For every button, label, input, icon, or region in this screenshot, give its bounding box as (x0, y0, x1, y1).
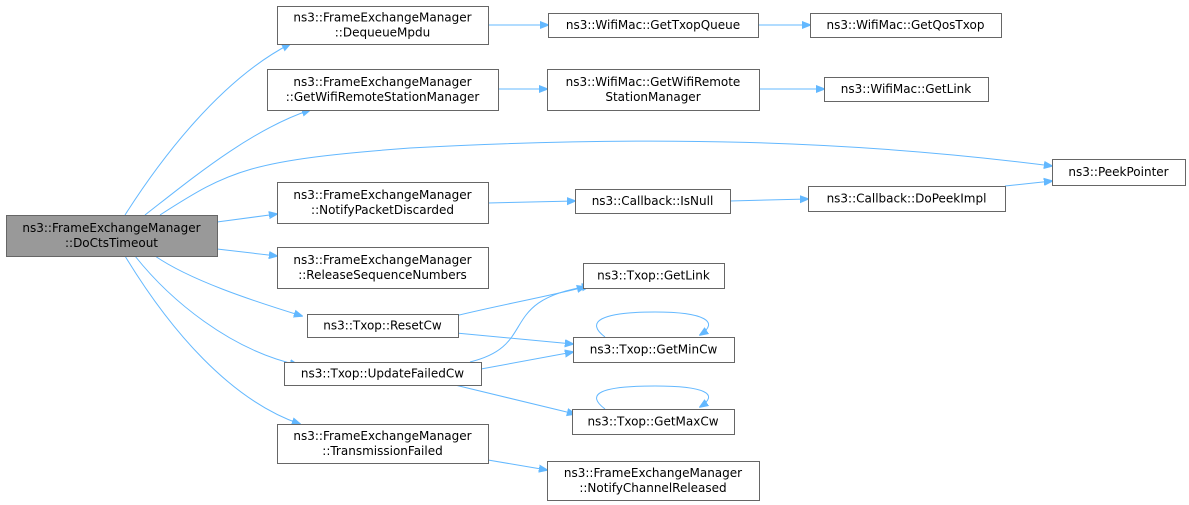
node-peekPointer[interactable]: ns3::PeekPointer (1052, 159, 1186, 186)
edge-resetCw-to-txopGetLink (454, 287, 585, 317)
call-edges (124, 25, 1052, 470)
node-notifyPacketDiscarded[interactable]: ns3::FrameExchangeManager::NotifyPacketD… (277, 182, 489, 224)
edge-updateFailedCw-to-txopGetLink (469, 286, 590, 363)
node-callbackIsNull[interactable]: ns3::Callback::IsNull (575, 189, 731, 214)
node-label-line: ns3::WifiMac::GetLink (841, 82, 971, 96)
node-getQosTxop[interactable]: ns3::WifiMac::GetQosTxop (810, 13, 1002, 38)
node-label-line: ns3::Txop::GetMinCw (590, 343, 718, 357)
edge-doCtsTimeout-to-getWifiRsm (144, 110, 310, 216)
node-box (277, 182, 489, 224)
node-label-line: ::DoCtsTimeout (65, 236, 158, 250)
node-doCtsTimeout[interactable]: ns3::FrameExchangeManager::DoCtsTimeout (6, 215, 218, 257)
node-label-line: ns3::WifiMac::GetTxopQueue (566, 18, 740, 32)
node-label-line: ns3::FrameExchangeManager (293, 253, 471, 267)
node-box (575, 189, 731, 214)
node-box (277, 6, 489, 45)
node-box (573, 337, 735, 363)
node-doPeekImpl[interactable]: ns3::Callback::DoPeekImpl (808, 186, 1006, 212)
edge-updateFailedCw-to-getMaxCw (454, 384, 575, 414)
node-label-line: StationManager (605, 90, 700, 104)
node-resetCw[interactable]: ns3::Txop::ResetCw (307, 314, 459, 338)
node-label-line: ns3::FrameExchangeManager (293, 75, 471, 89)
node-transmissionFailed[interactable]: ns3::FrameExchangeManager::TransmissionF… (277, 424, 489, 464)
node-label-line: ns3::FrameExchangeManager (564, 466, 742, 480)
edge-callbackIsNull-to-doPeekImpl (729, 199, 808, 201)
node-box (810, 13, 1002, 38)
node-box (572, 409, 735, 435)
edge-doCtsTimeout-to-transmissionFailed (124, 255, 300, 424)
node-label-line: ns3::PeekPointer (1068, 165, 1168, 179)
node-label-line: ::GetWifiRemoteStationManager (286, 90, 480, 104)
node-label-line: ns3::FrameExchangeManager (293, 429, 471, 443)
node-box (307, 314, 459, 338)
node-label-line: ns3::Txop::ResetCw (323, 319, 442, 333)
node-txopGetLink[interactable]: ns3::Txop::GetLink (583, 263, 725, 289)
edge-updateFailedCw-to-getMinCw (480, 352, 573, 370)
edge-resetCw-to-getMinCw (455, 332, 573, 344)
node-label-line: ns3::FrameExchangeManager (293, 188, 471, 202)
node-releaseSeqNums[interactable]: ns3::FrameExchangeManager::ReleaseSequen… (277, 247, 489, 289)
node-label-line: ns3::Txop::GetMaxCw (587, 415, 718, 429)
node-notifyChannelReleased[interactable]: ns3::FrameExchangeManager::NotifyChannel… (547, 461, 760, 501)
node-label-line: ns3::FrameExchangeManager (22, 221, 200, 235)
node-box (824, 77, 989, 102)
node-getMinCw[interactable]: ns3::Txop::GetMinCw (573, 337, 735, 363)
node-box (547, 461, 760, 501)
node-getTxopQueue[interactable]: ns3::WifiMac::GetTxopQueue (548, 13, 759, 38)
node-box (277, 247, 489, 289)
edge-doCtsTimeout-to-releaseSeqNums (216, 248, 277, 256)
node-label-line: ::DequeueMpdu (335, 26, 431, 40)
node-box (277, 424, 489, 464)
node-getWifiRsm[interactable]: ns3::FrameExchangeManager::GetWifiRemote… (267, 69, 499, 111)
node-macGetLink[interactable]: ns3::WifiMac::GetLink (824, 77, 989, 102)
node-label-line: ns3::FrameExchangeManager (293, 11, 471, 25)
node-label-line: ns3::Callback::DoPeekImpl (827, 192, 987, 206)
node-label-line: ::ReleaseSequenceNumbers (298, 268, 467, 282)
edge-doCtsTimeout-to-updateFailedCw (134, 255, 298, 365)
edge-getMaxCw-to-getMaxCw (596, 385, 709, 410)
node-label-line: ::TransmissionFailed (322, 444, 442, 458)
node-label-line: ::NotifyPacketDiscarded (311, 203, 454, 217)
node-box (548, 13, 759, 38)
node-label-line: ns3::Callback::IsNull (592, 194, 714, 208)
node-label-line: ns3::Txop::GetLink (597, 269, 710, 283)
node-updateFailedCw[interactable]: ns3::Txop::UpdateFailedCw (284, 362, 482, 386)
node-getMaxCw[interactable]: ns3::Txop::GetMaxCw (572, 409, 735, 435)
edge-notifyPacketDiscarded-to-callbackIsNull (487, 201, 575, 203)
node-getWifiRemoteStationManager[interactable]: ns3::WifiMac::GetWifiRemoteStationManage… (547, 69, 760, 111)
call-nodes: ns3::FrameExchangeManager::DoCtsTimeoutn… (6, 6, 1186, 501)
edge-doPeekImpl-to-peekPointer (1004, 181, 1052, 187)
edge-doCtsTimeout-to-peekPointer (159, 140, 1052, 216)
edge-doCtsTimeout-to-dequeueMpdu (124, 44, 290, 216)
node-label-line: ns3::WifiMac::GetQosTxop (827, 18, 985, 32)
node-box (1052, 159, 1186, 186)
node-box (6, 215, 218, 257)
node-label-line: ns3::Txop::UpdateFailedCw (301, 367, 464, 381)
edge-doCtsTimeout-to-resetCw (154, 255, 302, 316)
node-label-line: ::NotifyChannelReleased (579, 481, 726, 495)
node-label-line: ns3::WifiMac::GetWifiRemote (566, 75, 741, 89)
node-box (284, 362, 482, 386)
node-box (547, 69, 760, 111)
edge-transmissionFailed-to-notifyChannelReleased (487, 459, 547, 470)
node-box (267, 69, 499, 111)
node-box (583, 263, 725, 289)
edge-getMinCw-to-getMinCw (596, 311, 709, 338)
node-box (808, 186, 1006, 212)
edge-doCtsTimeout-to-notifyPacketDiscarded (216, 214, 277, 223)
node-dequeueMpdu[interactable]: ns3::FrameExchangeManager::DequeueMpdu (277, 6, 489, 45)
